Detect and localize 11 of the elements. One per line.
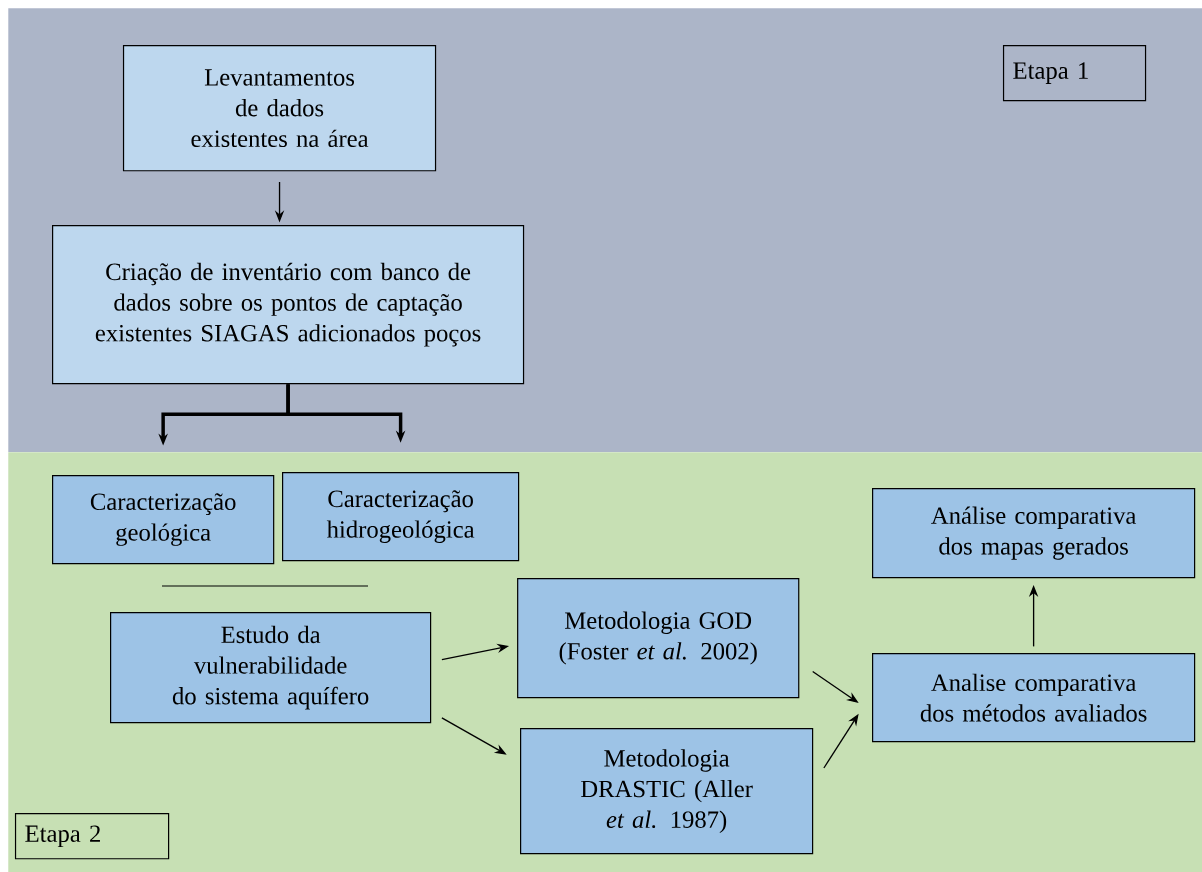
process-box: Análise comparativa dos mapas gerados xyxy=(872,488,1196,579)
process-box: Caracterização hidrogeológica xyxy=(282,472,520,562)
process-box: Caracterização geológica xyxy=(52,474,275,565)
process-box: Estudo da vulnerabilidade do sistema aquífero xyxy=(110,612,432,724)
process-box: Criação de inventário com banco de dados sobre os pontos de captação existentes SIAGAS adicionados poços xyxy=(52,225,525,385)
process-box: Levantamentos de dados existentes na área xyxy=(122,45,437,172)
process-box: Metodologia GOD (Foster et al. 2002) xyxy=(517,578,800,699)
process-box: Analise comparativa dos métodos avaliados xyxy=(872,653,1196,743)
process-box: Metodologia DRASTIC (Aller et al. 1987) xyxy=(520,728,814,855)
stage-label-box: Etapa 1 xyxy=(1002,45,1147,102)
stage-label-box: Etapa 2 xyxy=(14,813,170,860)
